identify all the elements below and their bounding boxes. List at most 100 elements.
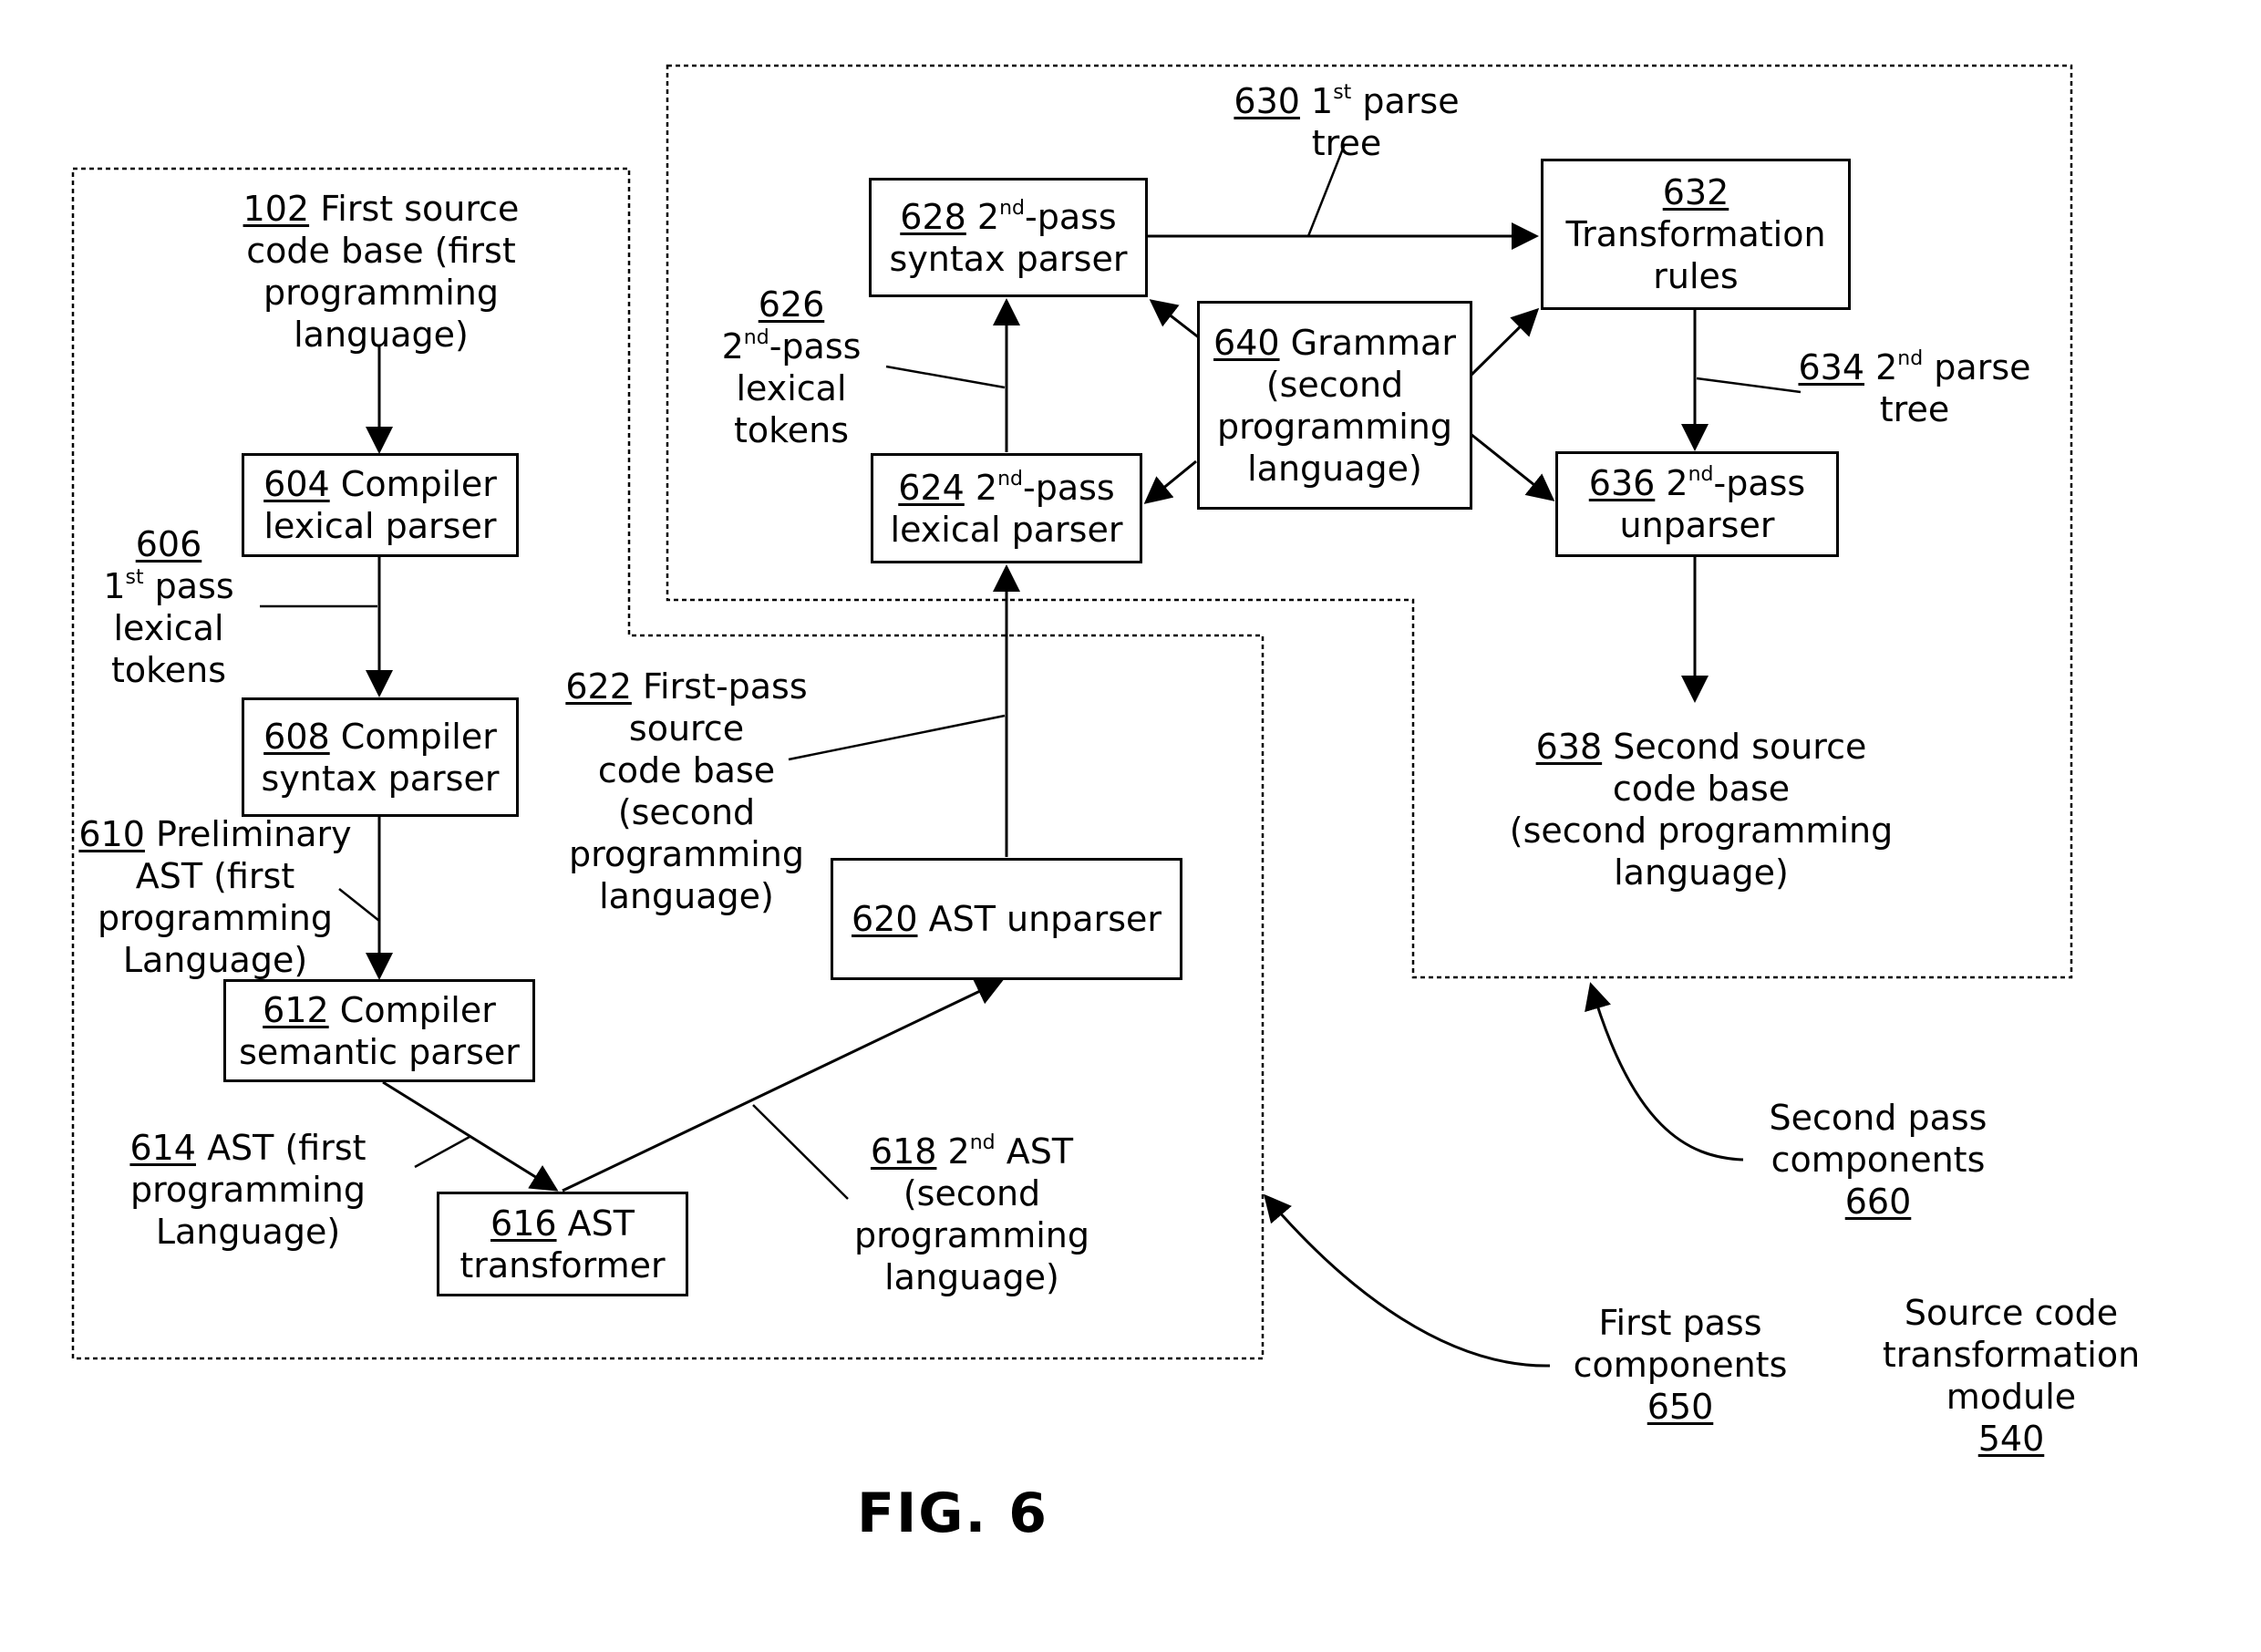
label-634-ordinal: 2: [1875, 347, 1898, 387]
label-614-line3: Language): [155, 1212, 341, 1252]
label-638-line1: Second source: [1613, 727, 1867, 767]
box-632-line2: rules: [1653, 256, 1739, 296]
box-620-ast-unparser: 620 AST unparser: [831, 858, 1182, 980]
ref-638: 638: [1535, 727, 1603, 767]
box-604-line2: lexical parser: [263, 506, 497, 546]
label-622-line1: First-pass: [642, 666, 808, 707]
label-630-line2: tree: [1311, 123, 1382, 163]
box-612-line2: semantic parser: [239, 1031, 520, 1072]
leader-634: [1696, 377, 1802, 394]
label-630-sup: st: [1333, 81, 1352, 104]
box-616-line1: AST: [567, 1203, 635, 1244]
box-628-sup: nd: [999, 196, 1025, 220]
ref-620: 620: [851, 899, 918, 939]
label-626-line2: -pass: [769, 326, 862, 367]
label-102-line3: programming: [263, 273, 499, 313]
box-608-line2: syntax parser: [261, 758, 500, 799]
label-618-line3: programming: [854, 1215, 1089, 1255]
box-608-line1: Compiler: [340, 716, 497, 757]
ref-628: 628: [900, 196, 966, 237]
label-610-line4: Language): [122, 940, 308, 980]
box-640-line1: Grammar: [1290, 322, 1456, 363]
label-626-line3: lexical: [736, 368, 847, 408]
label-660-line1: Second pass: [1769, 1098, 1987, 1138]
ref-622: 622: [565, 666, 632, 707]
arrow-640-to-632: [1469, 307, 1540, 377]
label-102-line1: First source: [320, 189, 520, 229]
leader-630: [1306, 143, 1347, 237]
ref-610: 610: [78, 814, 145, 854]
box-616-line2: transformer: [459, 1244, 666, 1285]
label-622-line6: language): [599, 876, 774, 916]
label-622-line5: programming: [569, 834, 804, 874]
ref-606: 606: [135, 524, 202, 564]
box-628-line1: -pass: [1025, 196, 1117, 237]
box-620-line1: AST unparser: [928, 899, 1162, 939]
box-624-line1: -pass: [1023, 467, 1115, 508]
box-632-line1: Transformation: [1565, 214, 1826, 254]
label-614-line1: AST (first: [207, 1128, 367, 1168]
pointer-650: [1264, 1193, 1551, 1368]
label-606-line3: lexical: [113, 608, 224, 648]
ref-604: 604: [263, 464, 330, 504]
ref-640: 640: [1213, 322, 1280, 363]
label-638-line3: (second programming: [1509, 811, 1894, 851]
label-638-line4: language): [1614, 852, 1789, 893]
box-628-line2: syntax parser: [889, 238, 1128, 279]
leader-618: [752, 1104, 849, 1200]
label-618-line1: AST: [995, 1131, 1074, 1172]
arrow-616-to-620: [562, 979, 1004, 1193]
arrow-640-to-636: [1470, 432, 1555, 501]
label-618-sup: nd: [969, 1131, 996, 1154]
ref-102: 102: [243, 189, 310, 229]
label-610-line2: AST (first: [135, 856, 295, 896]
ref-616: 616: [490, 1203, 557, 1244]
ref-636: 636: [1588, 463, 1656, 503]
label-634-line1: parse: [1923, 347, 2031, 387]
box-628-ordinal: 2: [976, 196, 1000, 237]
arrow-612-to-616: [382, 1080, 559, 1192]
label-622-line2: source: [628, 708, 745, 749]
leader-626: [885, 365, 1006, 389]
ref-608: 608: [263, 716, 330, 757]
label-626-sup: nd: [743, 326, 769, 349]
label-650-line2: components: [1573, 1345, 1788, 1385]
leader-610: [338, 888, 380, 922]
label-606-ordinal: 1: [103, 566, 126, 606]
label-610-line3: programming: [98, 898, 333, 938]
box-636-sup: nd: [1688, 463, 1714, 486]
ref-540: 540: [1977, 1419, 2045, 1459]
ref-618: 618: [870, 1131, 937, 1172]
label-618-ordinal: 2: [947, 1131, 970, 1172]
label-626-line4: tokens: [733, 410, 850, 450]
ref-660: 660: [1844, 1182, 1912, 1222]
ref-626: 626: [758, 284, 825, 325]
label-102-line4: language): [294, 315, 469, 355]
ref-650: 650: [1647, 1387, 1714, 1427]
figure-caption: FIG. 6: [857, 1482, 1048, 1545]
box-624-line2: lexical parser: [890, 509, 1123, 550]
label-622-line4: (second: [617, 792, 756, 832]
label-630-ordinal: 1: [1311, 81, 1334, 121]
leader-614: [414, 1135, 470, 1169]
ref-614: 614: [129, 1128, 196, 1168]
ref-630: 630: [1234, 81, 1300, 121]
box-640-line2: (second: [1265, 364, 1404, 405]
